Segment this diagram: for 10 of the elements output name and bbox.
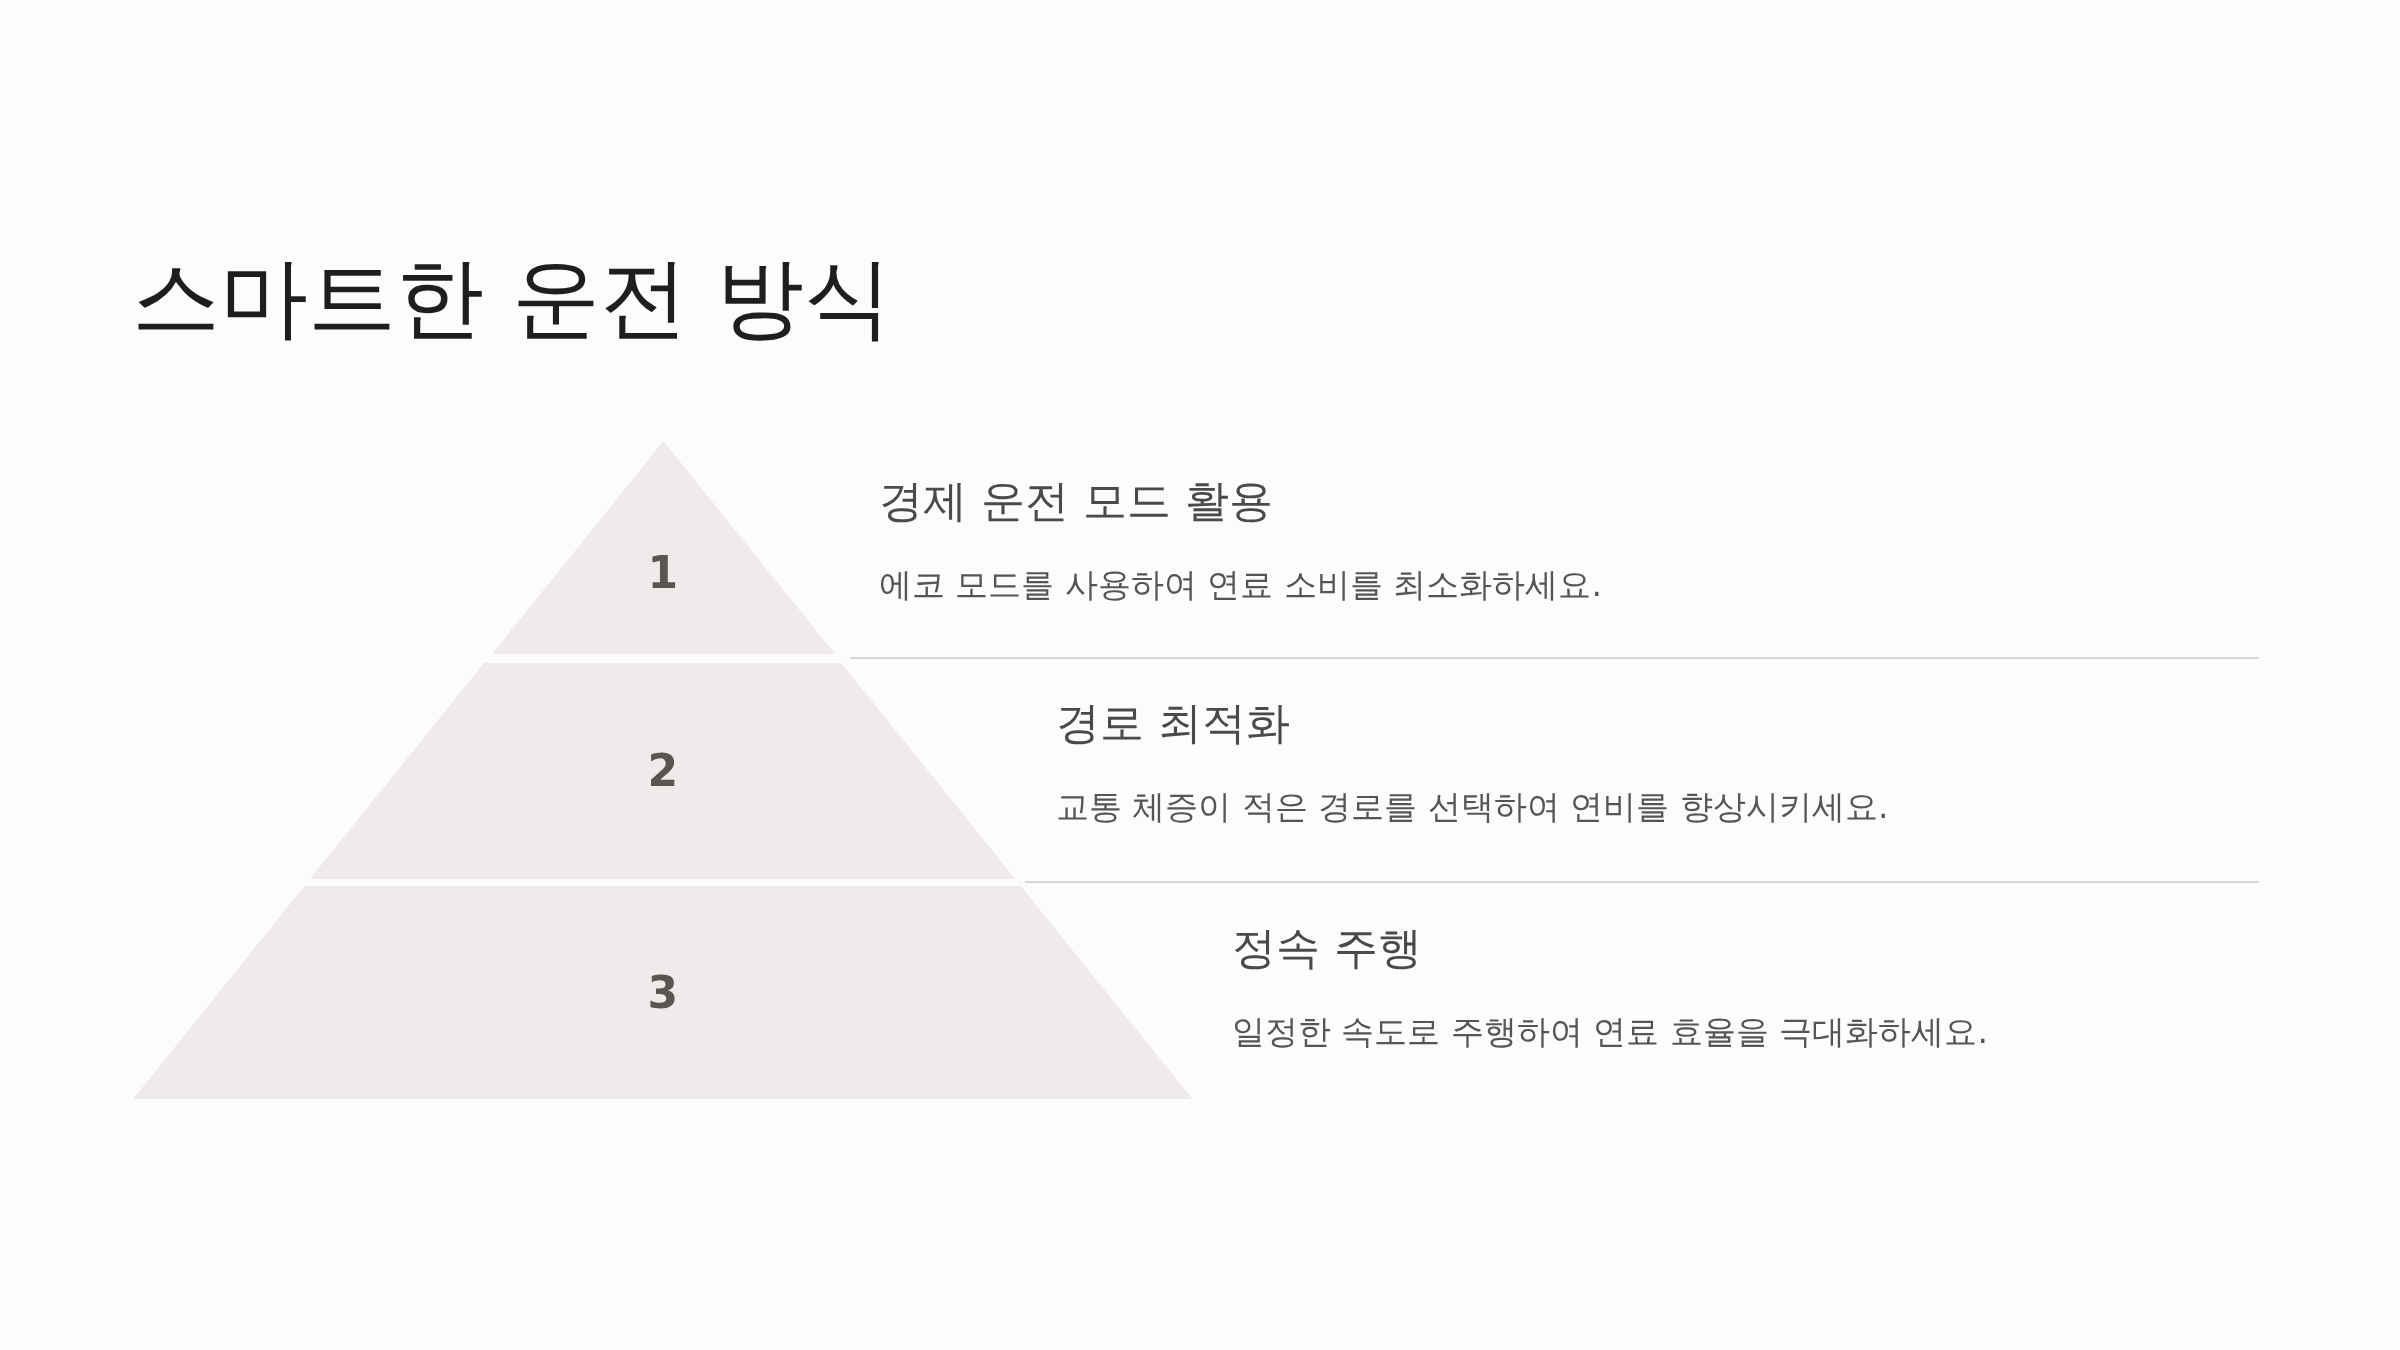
tier-heading: 정속 주행 xyxy=(1232,922,1422,975)
tier-number: 1 xyxy=(647,551,679,596)
tier-heading: 경제 운전 모드 활용 xyxy=(879,475,1273,528)
tier-number: 3 xyxy=(647,970,679,1015)
tier-heading: 경로 최적화 xyxy=(1056,697,1290,750)
tier-description: 일정한 속도로 주행하여 연료 효율을 극대화하세요. xyxy=(1232,1012,1988,1052)
tier-number: 2 xyxy=(647,749,679,793)
tier-description: 교통 체증이 적은 경로를 선택하여 연비를 향상시키세요. xyxy=(1056,787,1889,827)
slide-title: 스마트한 운전 방식 xyxy=(132,245,892,351)
tier-description: 에코 모드를 사용하여 연료 소비를 최소화하세요. xyxy=(879,565,1602,605)
